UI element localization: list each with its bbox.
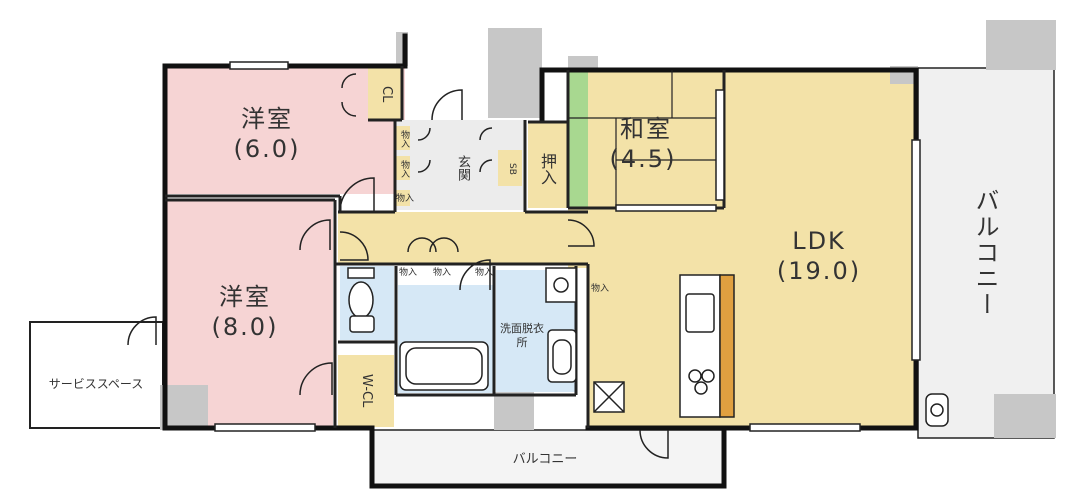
column [160,385,208,430]
service-space-label: サービススペース [48,377,144,391]
column [494,392,534,430]
japanese-room-size: (4.5) [609,145,677,173]
kitchen-counter [679,274,735,418]
closet-fill [368,66,402,120]
tatami-lines [568,70,724,208]
windows [214,61,921,432]
bathtub-fixture [399,341,489,391]
western-room-6-size: (6.0) [233,135,301,163]
washbasin-fixture [545,267,577,303]
refrigerator-fixture [593,381,625,413]
japanese-room-name: 和室 [620,115,672,143]
column [488,28,542,118]
oshiire-label: 押入 [538,153,557,185]
column [986,20,1056,70]
washing-machine-fixture [547,329,577,383]
wic-fill [338,355,394,427]
western-room-6-name: 洋室 [241,105,293,133]
storage-label: 物入 [432,268,451,278]
entrance-label: 玄関 [455,155,470,181]
storage-label: 物入 [398,268,417,278]
service-space-fill [29,321,164,429]
storage-fill-3 [396,190,410,206]
storage-label: 物入 [590,284,609,294]
oshiire-fill [528,122,568,208]
balcony-east-fill [917,67,1055,439]
storage-label: 物入 [399,130,409,148]
interior-walls [165,66,726,428]
doors [127,73,669,459]
storage-label: 物入 [396,194,415,204]
shoe-box-label: SB [507,163,517,175]
ldk-name: LDK [792,227,846,255]
shoebox-fill [498,150,522,186]
closet-label: CL [379,85,394,103]
western-room-6-fill [165,66,405,194]
ldk-fill [588,70,916,428]
balcony-south-label: バルコニー [512,452,578,467]
toilet-fixture [347,267,375,333]
column [994,394,1056,438]
storage-fill-1 [396,126,410,150]
wic-label: W-CL [359,374,374,408]
ac-outdoor-unit [925,393,949,427]
western-room-8-size: (8.0) [211,313,279,341]
washroom-label: 洗面脱衣所 [500,322,544,349]
storage-fill-2 [396,156,410,180]
western-room-8-name: 洋室 [219,283,271,311]
ldk-size: (19.0) [776,257,862,285]
storage-label: 物入 [474,268,493,278]
balcony-east-label: バルコニー [971,188,999,318]
corridor-fill [338,212,588,264]
storage-label: 物入 [399,160,409,178]
